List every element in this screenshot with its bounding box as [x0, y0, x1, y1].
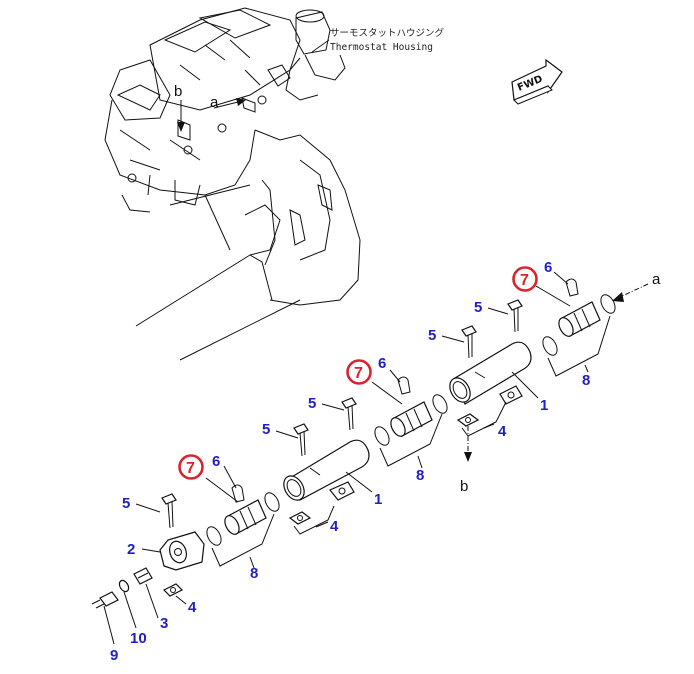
part-label-5: 5 — [428, 327, 436, 344]
part-label-4: 4 — [330, 518, 339, 535]
part-label-5: 5 — [474, 299, 482, 316]
part-label-9: 9 — [110, 647, 118, 664]
part-label-1: 1 — [374, 491, 382, 508]
thermostat-housing-label-jp: サーモスタットハウジング — [330, 27, 445, 39]
fwd-arrow-icon: FWD — [511, 58, 563, 105]
hose-part-7 — [224, 301, 601, 535]
part-label-4: 4 — [498, 423, 507, 440]
part-label-10: 10 — [130, 630, 147, 647]
part-label-5: 5 — [308, 395, 316, 412]
engine-port-label-b: b — [174, 83, 182, 100]
highlight-part-7: 7 — [178, 454, 204, 480]
water-pipe-lower — [283, 439, 370, 501]
engine-block-outline — [104, 7, 361, 361]
part-label-6: 6 — [378, 355, 386, 372]
port-label-a: a — [652, 271, 661, 288]
part-label-7: 7 — [520, 272, 529, 289]
part-label-7: 7 — [186, 460, 195, 477]
sensor-part-9 — [91, 591, 119, 609]
part-label-5: 5 — [122, 495, 130, 512]
part-label-6: 6 — [544, 259, 552, 276]
port-arrows — [464, 283, 649, 462]
bolt-part-5 — [161, 299, 523, 529]
engine-port-pointers — [177, 98, 246, 132]
water-pipe-upper — [449, 341, 532, 405]
engine-port-label-a: a — [210, 94, 219, 111]
clamp-part-6 — [231, 278, 579, 503]
part-label-6: 6 — [212, 453, 220, 470]
elbow-housing-part-2 — [159, 531, 205, 571]
part-label-8: 8 — [416, 467, 424, 484]
housing-leader-line — [311, 39, 330, 53]
fitting-part-3 — [133, 567, 153, 585]
highlight-part-7: 7 — [346, 359, 372, 385]
part-label-5: 5 — [262, 421, 270, 438]
part-label-1: 1 — [540, 397, 548, 414]
part-label-8: 8 — [582, 372, 590, 389]
part-label-8: 8 — [250, 565, 258, 582]
part-label-7: 7 — [354, 365, 363, 382]
washer-part-10 — [118, 579, 130, 593]
highlight-part-7: 7 — [512, 266, 538, 292]
o-ring-part-8 — [206, 294, 616, 546]
part-label-2: 2 — [127, 541, 135, 558]
thermostat-housing-label-en: Thermostat Housing — [330, 42, 433, 53]
leader-lines — [103, 271, 611, 645]
part-label-4: 4 — [188, 599, 197, 616]
port-label-b: b — [460, 478, 468, 495]
gasket-part-4 — [162, 413, 480, 597]
part-label-3: 3 — [160, 615, 168, 632]
